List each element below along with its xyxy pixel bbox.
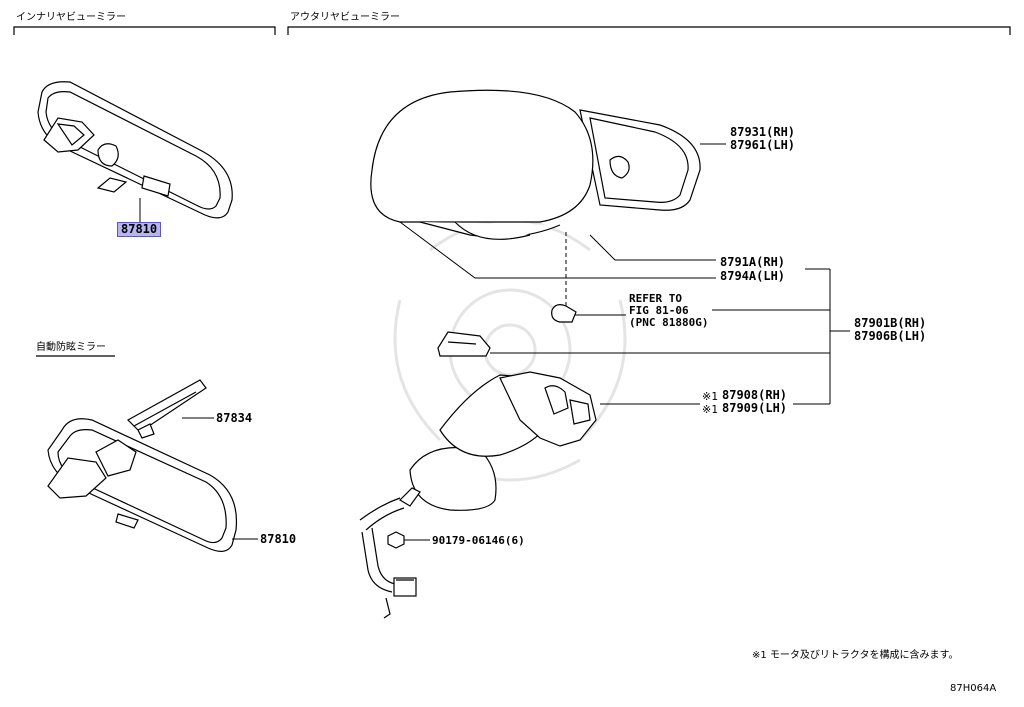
callout-cover-lh[interactable]: 87961(LH) bbox=[730, 138, 796, 152]
callout-refer-line-1[interactable]: REFER TO bbox=[629, 292, 682, 305]
nut-illustration bbox=[387, 531, 405, 549]
section-title-ec-mirror: 自動防眩ミラー bbox=[36, 342, 106, 353]
callout-ec-mirror[interactable]: 87810 bbox=[260, 532, 297, 546]
callout-retractor-rh[interactable]: 87908(RH) bbox=[722, 388, 788, 402]
retractor-illustration bbox=[399, 371, 597, 511]
callout-glass-lh[interactable]: 8794A(LH) bbox=[720, 269, 786, 283]
callout-cover-rh[interactable]: 87931(RH) bbox=[730, 125, 796, 139]
callout-interior-mirror[interactable]: 87810 bbox=[117, 222, 162, 237]
callout-nut[interactable]: 90179-06146(6) bbox=[432, 534, 525, 547]
footer-note: ※1 モータ及びリトラクタを構成に含みます。 bbox=[752, 650, 959, 661]
section-brackets bbox=[13, 26, 1011, 357]
illustration-code: 87H064A bbox=[950, 683, 997, 694]
section-title-interior: インナリヤビューミラー bbox=[16, 12, 126, 23]
bulb-illustration bbox=[551, 304, 577, 323]
outer-mirror-illustration bbox=[370, 89, 701, 240]
mirror-base-illustration bbox=[437, 331, 491, 357]
callout-glass-rh[interactable]: 8791A(RH) bbox=[720, 255, 786, 269]
callout-refer-line-3[interactable]: (PNC 81880G) bbox=[629, 316, 709, 329]
callout-ec-bracket[interactable]: 87834 bbox=[216, 411, 253, 425]
harness-illustration bbox=[359, 497, 417, 619]
outer-leaders bbox=[399, 143, 850, 541]
note-mark-2: ※1 bbox=[702, 403, 718, 416]
ec-mirror-illustration bbox=[47, 379, 238, 552]
note-mark-1: ※1 bbox=[702, 390, 718, 403]
callout-assy-lh[interactable]: 87906B(LH) bbox=[854, 329, 927, 343]
callout-assy-rh[interactable]: 87901B(RH) bbox=[854, 316, 927, 330]
interior-mirror-illustration bbox=[37, 81, 233, 219]
callout-retractor-lh[interactable]: 87909(LH) bbox=[722, 401, 788, 415]
section-title-outer: アウタリヤビューミラー bbox=[290, 12, 400, 23]
callout-refer-line-2[interactable]: FIG 81-06 bbox=[629, 304, 689, 317]
